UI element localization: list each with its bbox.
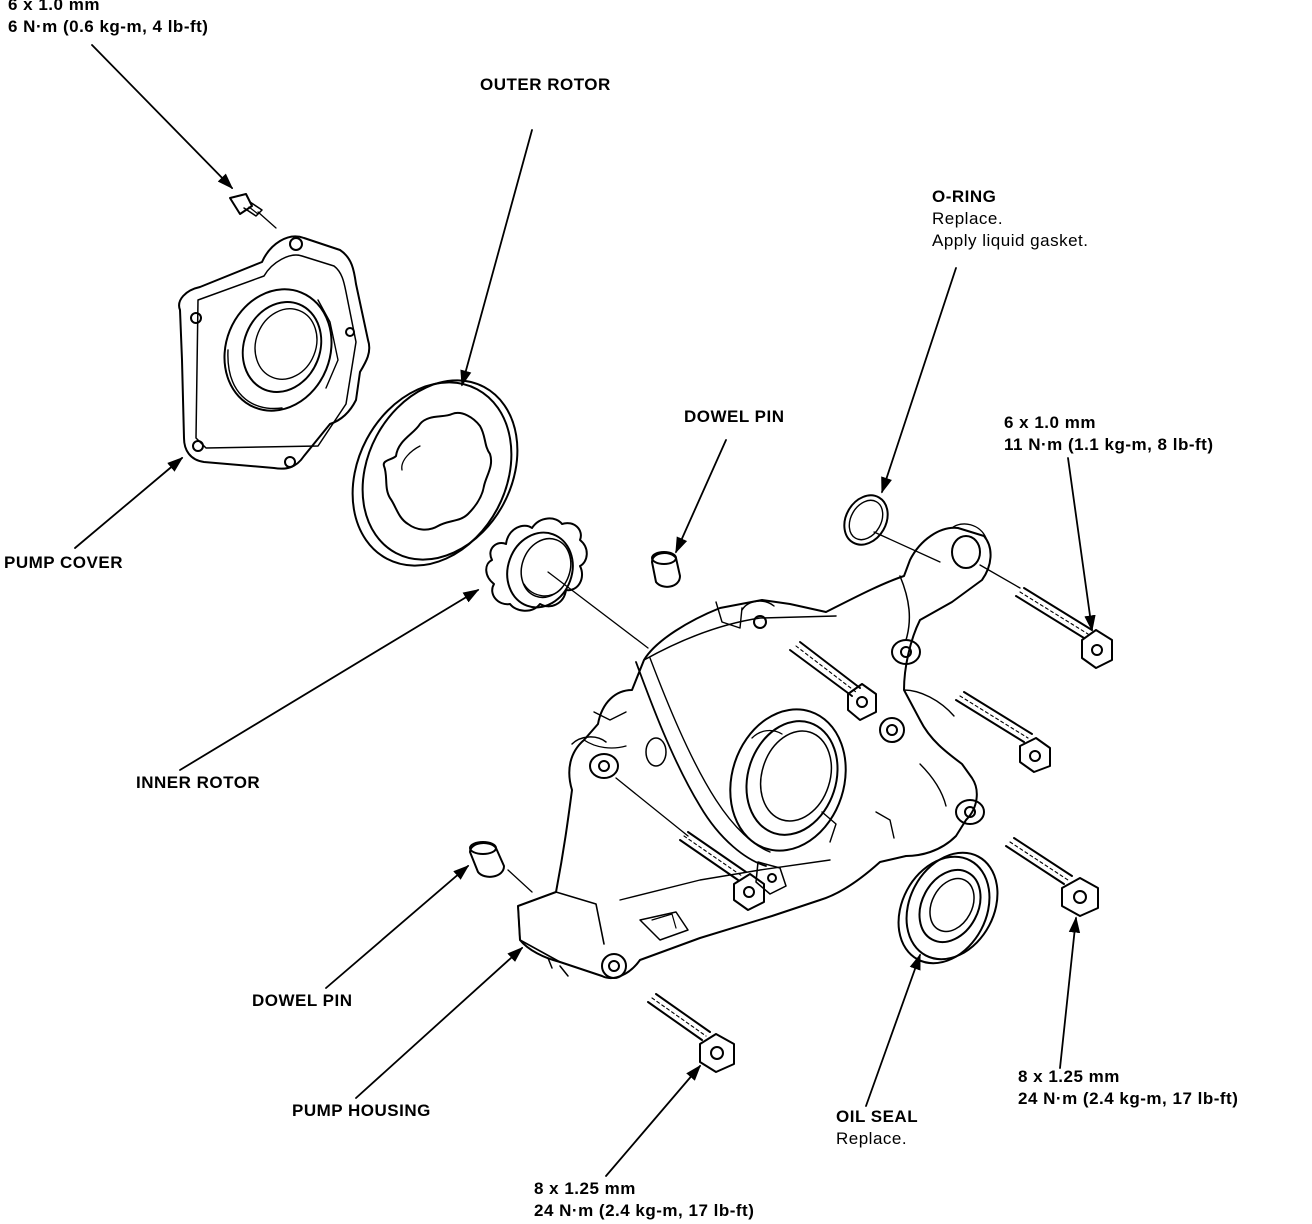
bottom-bolt-torque: 24 N·m (2.4 kg-m, 17 lb-ft): [534, 1201, 755, 1220]
oil-seal-drawing: [897, 851, 999, 965]
pump-housing-label: PUMP HOUSING: [292, 1101, 431, 1120]
right-bolt-torque: 11 N·m (1.1 kg-m, 8 lb-ft): [1004, 435, 1214, 454]
outer-rotor-drawing: [351, 379, 519, 567]
bottom-bolt-spec: 8 x 1.25 mm 24 N·m (2.4 kg-m, 17 lb-ft): [534, 1178, 754, 1222]
oil-seal-note: Replace.: [836, 1129, 908, 1148]
outer-rotor-label: OUTER ROTOR: [480, 75, 611, 94]
top-bolt-torque: 6 N·m (0.6 kg-m, 4 lb-ft): [8, 17, 209, 36]
dowel-pin-lower-label: DOWEL PIN: [252, 991, 353, 1010]
leader-dowel-lower: [325, 864, 470, 989]
bolt-upper-center-drawing: [789, 641, 877, 721]
lower-right-bolt-torque: 24 N·m (2.4 kg-m, 17 lb-ft): [1018, 1089, 1239, 1108]
inner-rotor-drawing: [485, 517, 588, 612]
o-ring-note-gasket: Apply liquid gasket.: [932, 231, 1089, 250]
top-bolt-size: 6 x 1.0 mm: [8, 0, 100, 14]
bolt-lower-center-drawing: [679, 831, 765, 911]
bolt-bottom-drawing: [647, 993, 735, 1073]
bolt-right-middle-drawing: [955, 691, 1051, 773]
top-bolt-spec: 6 x 1.0 mm 6 N·m (0.6 kg-m, 4 lb-ft): [8, 0, 208, 38]
leader-outer-rotor: [460, 129, 533, 387]
bolt-right-upper-drawing: [1015, 587, 1113, 669]
oil-seal-label: OIL SEAL: [836, 1107, 919, 1126]
lower-right-bolt-spec: 8 x 1.25 mm 24 N·m (2.4 kg-m, 17 lb-ft): [1018, 1066, 1238, 1110]
leader-o-ring: [881, 267, 957, 494]
right-bolt-spec: 6 x 1.0 mm 11 N·m (1.1 kg-m, 8 lb-ft): [1004, 412, 1213, 456]
leader-pump-housing: [355, 946, 524, 1099]
o-ring-callout: O-RING Replace. Apply liquid gasket.: [932, 186, 1088, 252]
leader-top-bolt: [91, 44, 234, 190]
leader-lines: [74, 44, 1096, 1177]
pump-cover-drawing: [178, 235, 371, 470]
right-bolt-size: 6 x 1.0 mm: [1004, 413, 1096, 432]
pump-cover-label: PUMP COVER: [4, 553, 123, 572]
leader-pump-cover: [74, 456, 184, 549]
lower-dowel-pin-drawing: [469, 841, 505, 878]
leader-bottom-bolt: [605, 1064, 702, 1177]
o-ring-label: O-RING: [932, 187, 997, 206]
dowel-pin-upper-label: DOWEL PIN: [684, 407, 785, 426]
leader-oil-seal: [865, 953, 921, 1107]
upper-dowel-pin-drawing: [651, 551, 681, 588]
bottom-bolt-size: 8 x 1.25 mm: [534, 1179, 636, 1198]
o-ring-drawing: [843, 494, 889, 546]
cover-screw-drawing: [229, 193, 263, 217]
leader-lower-right-bolt: [1059, 916, 1081, 1069]
bolt-lower-right-drawing: [1005, 837, 1099, 917]
inner-rotor-label: INNER ROTOR: [136, 773, 261, 792]
leader-right-bolt: [1067, 457, 1096, 632]
lower-right-bolt-size: 8 x 1.25 mm: [1018, 1067, 1120, 1086]
assembly-centerlines: [257, 211, 1021, 893]
oil-seal-callout: OIL SEAL Replace.: [836, 1106, 918, 1150]
o-ring-note-replace: Replace.: [932, 209, 1004, 228]
leader-dowel-upper: [675, 439, 727, 554]
leader-inner-rotor: [179, 589, 480, 771]
